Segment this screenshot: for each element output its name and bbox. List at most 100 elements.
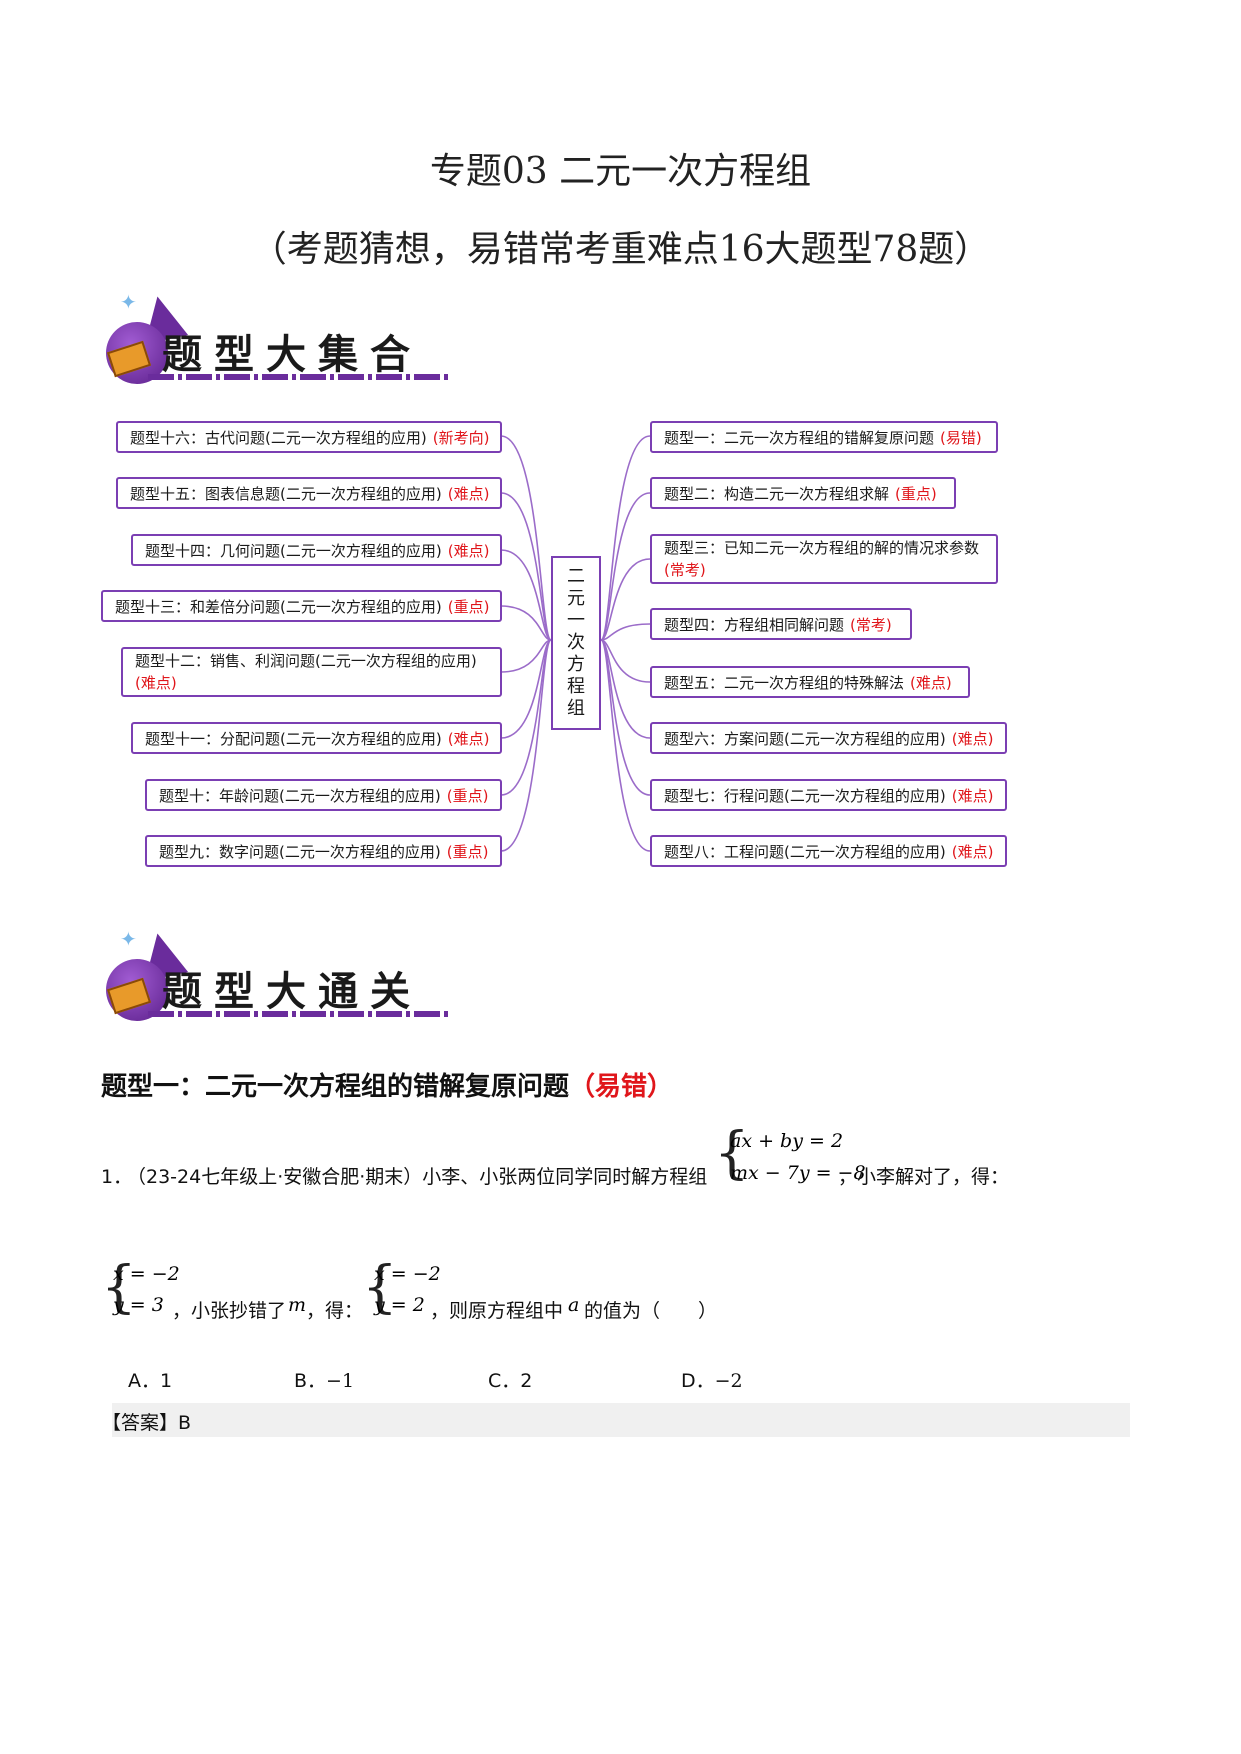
node-label: 题型七：行程问题(二元一次方程组的应用)	[664, 786, 946, 805]
connector-left-5	[500, 639, 552, 673]
node-tag: (重点)	[895, 484, 937, 503]
connector-left-6	[500, 639, 552, 739]
node-tag: (常考)	[850, 615, 892, 634]
node-label: 题型十二：销售、利润问题(二元一次方程组的应用)	[135, 652, 477, 670]
banner-divider	[148, 1011, 448, 1017]
document-title: 专题03 二元一次方程组	[429, 151, 812, 192]
answer: 【答案】B	[102, 1408, 191, 1435]
center-char: 程	[567, 676, 585, 697]
mindmap-node-left-13: 题型十三：和差倍分问题(二元一次方程组的应用) (重点)	[101, 590, 502, 622]
node-tag: (易错)	[940, 428, 982, 447]
option-key: B．	[294, 1370, 327, 1392]
option-value: −1	[326, 1370, 355, 1392]
option-c: C．2	[488, 1366, 532, 1393]
connector-right-6	[600, 639, 651, 739]
node-label: 题型六：方案问题(二元一次方程组的应用)	[664, 729, 946, 748]
solution1-brace: {	[101, 1255, 137, 1320]
banner-divider	[148, 374, 448, 380]
question-var-m: m	[288, 1294, 307, 1316]
banner-collection-text: 题型大集合	[162, 331, 422, 378]
mindmap-center-node: 二 元 一 次 方 程 组	[551, 556, 601, 730]
option-value: −2	[714, 1370, 743, 1392]
node-label: 题型一：二元一次方程组的错解复原问题	[664, 428, 935, 447]
mindmap-node-right-6: 题型六：方案问题(二元一次方程组的应用) (难点)	[650, 722, 1007, 754]
node-label: 题型十三：和差倍分问题(二元一次方程组的应用)	[115, 597, 442, 616]
connector-right-5	[600, 639, 651, 683]
connector-right-4	[600, 623, 651, 641]
system-equation-1: ax + by = 2	[730, 1130, 844, 1152]
option-key: A．	[128, 1370, 160, 1392]
mindmap-node-left-12: 题型十二：销售、利润问题(二元一次方程组的应用) (难点)	[121, 647, 502, 697]
section-heading: 题型一：二元一次方程组的错解复原问题（易错）	[101, 1066, 673, 1103]
node-tag: (重点)	[446, 786, 489, 805]
sparkle-icon: ✦	[120, 927, 137, 951]
mindmap-node-left-10: 题型十：年龄问题(二元一次方程组的应用) (重点)	[145, 779, 502, 811]
connector-left-8	[500, 639, 552, 852]
system-equation-2: mx − 7y = −8	[730, 1162, 866, 1184]
connector-left-3	[500, 549, 552, 641]
option-value: 2	[520, 1370, 533, 1392]
option-b: B．−1	[294, 1366, 354, 1393]
connector-left-4	[500, 605, 552, 641]
system-brace: {	[714, 1121, 750, 1186]
question-tail-text-b: 的值为（ ）	[584, 1300, 718, 1322]
node-tag: (难点)	[447, 729, 490, 748]
node-label: 题型四：方程组相同解问题	[664, 615, 845, 634]
connector-right-3	[600, 558, 651, 641]
connector-right-2	[600, 492, 651, 641]
mindmap-node-right-1: 题型一：二元一次方程组的错解复原问题 (易错)	[650, 421, 998, 453]
node-label: 题型五：二元一次方程组的特殊解法	[664, 673, 905, 692]
question-source-text: （23-24七年级上·安徽合肥·期末）小李、小张两位同学同时解方程组	[127, 1166, 708, 1188]
mindmap-node-right-4: 题型四：方程组相同解问题 (常考)	[650, 608, 912, 640]
node-tag: (重点)	[446, 842, 489, 861]
solution2-x: x = −2	[374, 1263, 441, 1285]
section-heading-tag: （易错）	[569, 1072, 674, 1102]
banner-collection: ✦ 题型大集合	[100, 288, 460, 398]
question-var-a: a	[568, 1294, 580, 1316]
solution1-y: y = 3	[113, 1294, 164, 1316]
option-key: D．	[681, 1370, 715, 1392]
node-label: 题型十五：图表信息题(二元一次方程组的应用)	[130, 484, 442, 503]
node-tag: (难点)	[135, 674, 177, 692]
center-char: 组	[567, 698, 585, 719]
node-label: 题型十：年龄问题(二元一次方程组的应用)	[159, 786, 441, 805]
node-tag: (难点)	[951, 786, 994, 805]
mindmap-node-right-2: 题型二：构造二元一次方程组求解(重点)	[650, 477, 956, 509]
node-tag: (难点)	[951, 729, 994, 748]
connector-right-8	[600, 639, 651, 852]
document-subtitle: （考题猜想，易错常考重难点16大题型78题）	[250, 229, 991, 270]
solution2-y: y = 2	[374, 1294, 425, 1316]
node-label: 题型九：数字问题(二元一次方程组的应用)	[159, 842, 441, 861]
question-tail-text-a: ，则原方程组中	[430, 1300, 564, 1322]
node-tag: (新考向)	[432, 428, 490, 447]
sparkle-icon: ✦	[120, 290, 137, 314]
mindmap-node-left-15: 题型十五：图表信息题(二元一次方程组的应用) (难点)	[116, 477, 502, 509]
option-key: C．	[488, 1370, 521, 1392]
question-after-system-text: ，小李解对了，得：	[838, 1166, 1010, 1188]
option-d: D．−2	[681, 1366, 743, 1393]
center-char: 方	[567, 654, 585, 675]
node-tag: (难点)	[447, 484, 490, 503]
node-label: 题型十四：几何问题(二元一次方程组的应用)	[145, 541, 442, 560]
solution1-x: x = −2	[113, 1263, 180, 1285]
node-tag: (难点)	[951, 842, 994, 861]
mindmap-node-left-9: 题型九：数字问题(二元一次方程组的应用) (重点)	[145, 835, 502, 867]
mindmap-node-left-16: 题型十六：古代问题(二元一次方程组的应用)(新考向)	[116, 421, 502, 453]
connector-left-2	[500, 492, 552, 641]
node-tag: (难点)	[447, 541, 490, 560]
node-label: 题型三：已知二元一次方程组的解的情况求参数	[664, 539, 980, 557]
mindmap-node-right-3: 题型三：已知二元一次方程组的解的情况求参数 (常考)	[650, 534, 998, 584]
banner-pass: ✦ 题型大通关	[100, 925, 460, 1035]
center-char: 元	[567, 588, 585, 609]
mindmap-node-right-5: 题型五：二元一次方程组的特殊解法(难点)	[650, 666, 970, 698]
center-char: 次	[567, 632, 585, 653]
banner-pass-text: 题型大通关	[162, 968, 422, 1015]
node-tag: (重点)	[447, 597, 490, 616]
node-tag: (常考)	[664, 561, 706, 579]
center-char: 一	[567, 610, 585, 631]
answer-bar	[112, 1403, 1130, 1437]
center-char: 二	[567, 566, 585, 587]
answer-value: B	[178, 1412, 192, 1434]
question-mid-text-b: ，得：	[306, 1300, 364, 1322]
